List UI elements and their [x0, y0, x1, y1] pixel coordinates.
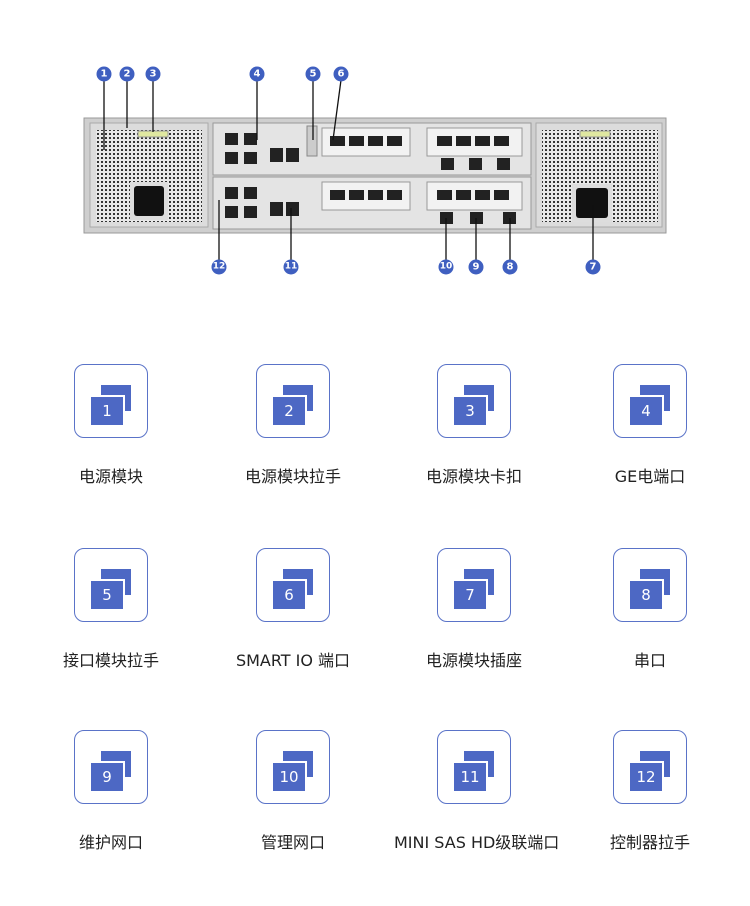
legend-item: 8 串口: [570, 548, 730, 671]
legend-item: 10 管理网口: [213, 730, 373, 853]
legend-label: GE电端口: [614, 467, 686, 486]
controller-bottom: [212, 176, 532, 230]
legend-number: 6: [273, 579, 307, 609]
power-module-left: [89, 122, 209, 228]
marker-5: 5: [305, 66, 321, 82]
marker-1: 1: [96, 66, 112, 82]
legend-item: 5 接口模块拉手: [31, 548, 191, 671]
stacked-squares-icon: 9: [74, 730, 148, 804]
marker-9: 9: [468, 259, 484, 275]
stacked-squares-icon: 7: [437, 548, 511, 622]
legend-item: 12 控制器拉手: [570, 730, 730, 853]
legend-number: 1: [91, 395, 125, 425]
power-module-right: [535, 122, 663, 228]
marker-4: 4: [249, 66, 265, 82]
legend-label: 电源模块: [78, 467, 143, 486]
legend-number: 2: [273, 395, 307, 425]
marker-7: 7: [585, 259, 601, 275]
marker-8: 8: [502, 259, 518, 275]
legend-item: 7 电源模块插座: [394, 548, 554, 671]
legend-number: 8: [630, 579, 664, 609]
stacked-squares-icon: 3: [437, 364, 511, 438]
legend-label: 电源模块拉手: [244, 467, 341, 486]
legend-label: SMART IO 端口: [235, 651, 351, 670]
stacked-squares-icon: 12: [613, 730, 687, 804]
stacked-squares-icon: 11: [437, 730, 511, 804]
marker-11: 11: [283, 259, 299, 275]
stacked-squares-icon: 4: [613, 364, 687, 438]
marker-2: 2: [119, 66, 135, 82]
legend-item: 2 电源模块拉手: [213, 364, 373, 487]
legend-number: 7: [454, 579, 488, 609]
storage-rear-panel-diagram: [83, 79, 667, 260]
stacked-squares-icon: 1: [74, 364, 148, 438]
legend-number: 4: [630, 395, 664, 425]
legend-item: 3 电源模块卡扣: [394, 364, 554, 487]
marker-10: 10: [438, 259, 454, 275]
stacked-squares-icon: 5: [74, 548, 148, 622]
legend-label: MINI SAS HD级联端口: [394, 833, 560, 852]
stacked-squares-icon: 10: [256, 730, 330, 804]
legend-label: 电源模块插座: [425, 651, 522, 670]
legend-label: 维护网口: [78, 833, 143, 852]
legend-label: 串口: [633, 651, 666, 670]
legend-item: 1 电源模块: [31, 364, 191, 487]
marker-3: 3: [145, 66, 161, 82]
legend-number: 11: [454, 761, 488, 791]
legend-item: 9 维护网口: [31, 730, 191, 853]
legend-label: 控制器拉手: [609, 833, 690, 852]
legend-number: 12: [630, 761, 664, 791]
marker-6: 6: [333, 66, 349, 82]
stacked-squares-icon: 6: [256, 548, 330, 622]
legend-label: 管理网口: [260, 833, 325, 852]
stacked-squares-icon: 2: [256, 364, 330, 438]
stacked-squares-icon: 8: [613, 548, 687, 622]
legend-number: 9: [91, 761, 125, 791]
callout-lines: [103, 79, 594, 260]
legend-label: 电源模块卡扣: [425, 467, 522, 486]
legend-number: 5: [91, 579, 125, 609]
legend-label: 接口模块拉手: [62, 651, 159, 670]
legend-number: 10: [273, 761, 307, 791]
legend-number: 3: [454, 395, 488, 425]
controller-top: [212, 122, 532, 176]
marker-12: 12: [211, 259, 227, 275]
